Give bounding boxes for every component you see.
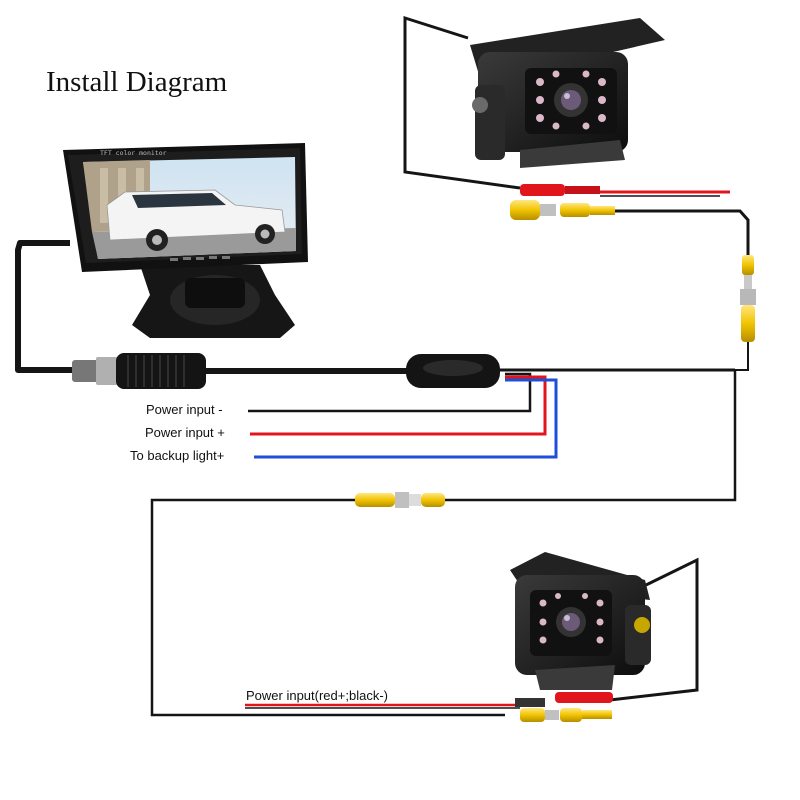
wire-splitter-box (406, 354, 500, 388)
main-connector-plug (72, 353, 206, 389)
wire-black-power-minus (248, 372, 532, 413)
tft-monitor: TFT color monitor (63, 143, 308, 338)
rca-connector-vertical (740, 255, 756, 342)
wire-red-power-plus (250, 375, 547, 436)
car-image-on-screen (106, 189, 286, 251)
rca-connector-horizontal (355, 492, 445, 508)
monitor-cable (15, 240, 80, 373)
diagram-title: Install Diagram (46, 66, 228, 98)
backup-camera-1 (470, 18, 665, 220)
camera1-video-cable (615, 209, 750, 255)
wire-blue-backup-light (254, 378, 558, 459)
label-camera2-power-input: Power input(red+;black-) (246, 688, 388, 703)
monitor-brand-text: TFT color monitor (100, 149, 167, 157)
camera2-extension-cable (445, 370, 737, 502)
label-backup-light: To backup light+ (130, 448, 225, 463)
backup-camera-2 (510, 552, 651, 722)
label-power-input-plus: Power input + (145, 425, 225, 440)
camera1-video-cable-lower (735, 342, 749, 371)
monitor-buttons (170, 256, 230, 261)
label-power-input-minus: Power input - (146, 402, 223, 417)
